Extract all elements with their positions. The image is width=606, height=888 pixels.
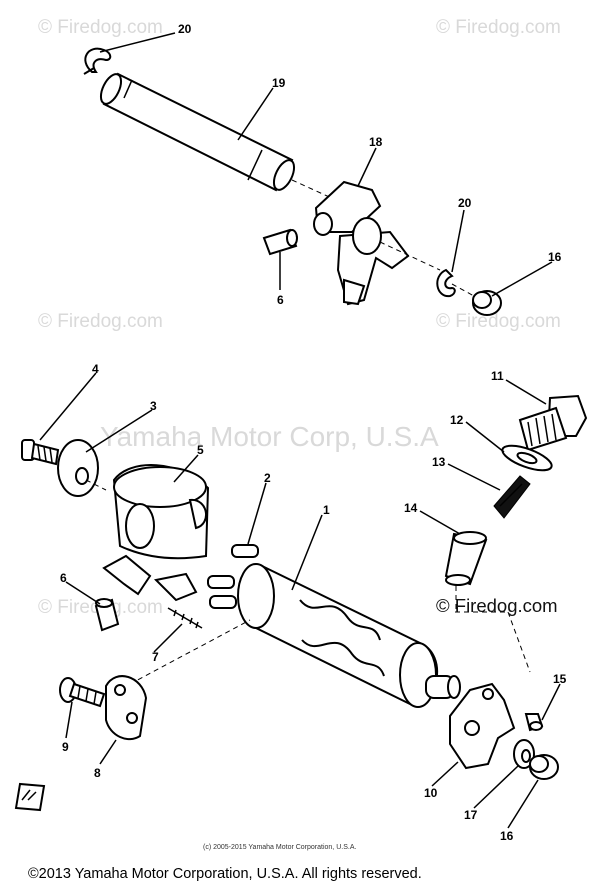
callout-7: 7 (152, 650, 159, 664)
callout-6a: 6 (277, 293, 284, 307)
callout-13: 13 (432, 455, 446, 469)
star-detent-part-10 (449, 682, 516, 770)
small-copyright: (c) 2005-2015 Yamaha Motor Corporation, … (203, 844, 356, 851)
callout-8: 8 (94, 766, 101, 780)
screw-part-7 (167, 607, 203, 629)
washer-part-3 (57, 439, 99, 497)
axis-line-cap (451, 283, 475, 297)
watermark-firedog-dark: © Firedog.com (436, 595, 558, 616)
pin-part-6a (262, 228, 298, 256)
front-arrow-icon (14, 782, 46, 812)
callout-20b: 20 (458, 196, 472, 210)
axis-line-lever (379, 241, 441, 271)
callout-2: 2 (264, 471, 271, 485)
callout-17: 17 (464, 808, 478, 822)
circlip-part-20a (83, 47, 112, 75)
shift-lever-part-18 (313, 180, 410, 306)
axis-line-detent-b (507, 611, 531, 673)
plate-part-8 (105, 675, 148, 741)
callout-20a: 20 (178, 22, 192, 36)
watermark-top-left: © Firedog.com (38, 17, 163, 38)
pin-part-2c (209, 595, 237, 609)
pin-part-15 (524, 713, 544, 732)
cam-part-5 (102, 464, 210, 602)
callout-10: 10 (424, 786, 438, 800)
callout-19: 19 (272, 76, 286, 90)
shift-shaft-part-19 (99, 72, 296, 192)
plunger-part-14 (444, 531, 488, 586)
axis-line-washer (85, 479, 107, 491)
callout-16a: 16 (548, 250, 562, 264)
watermark-mid-left: © Firedog.com (38, 311, 163, 332)
callout-11: 11 (491, 369, 504, 383)
plug-bolt-part-11 (518, 394, 588, 452)
axis-line-drum-left (129, 619, 251, 685)
bolt-part-9 (59, 677, 106, 708)
callout-3: 3 (150, 399, 157, 413)
callout-12: 12 (450, 413, 464, 427)
bolt-part-4 (21, 439, 60, 466)
pin-part-2a (231, 544, 259, 558)
callout-1: 1 (323, 503, 330, 517)
washer-part-12 (501, 444, 553, 472)
callout-16b: 16 (500, 829, 514, 843)
callout-4: 4 (92, 362, 99, 376)
callout-14: 14 (404, 501, 418, 515)
watermark-top-right: © Firedog.com (436, 17, 561, 38)
copyright-notice: ©2013 Yamaha Motor Corporation, U.S.A. A… (28, 866, 422, 882)
leader-lines (39, 32, 561, 829)
watermark-mid-right: © Firedog.com (436, 311, 561, 332)
shift-drum-part-1 (237, 563, 461, 708)
spring-part-13 (493, 475, 531, 519)
callout-5: 5 (197, 443, 204, 457)
watermark-yamaha: Yamaha Motor Corp, U.S.A (100, 421, 439, 452)
cap-part-16b (529, 754, 559, 780)
callout-9: 9 (62, 740, 69, 754)
pin-part-6b (94, 598, 120, 632)
cap-part-16a (472, 290, 502, 316)
circlip-part-20b (436, 268, 456, 298)
callout-18: 18 (369, 135, 383, 149)
washer-part-17 (513, 739, 535, 769)
pin-part-2b (207, 575, 235, 589)
callout-15: 15 (553, 672, 567, 686)
callout-6b: 6 (60, 571, 67, 585)
